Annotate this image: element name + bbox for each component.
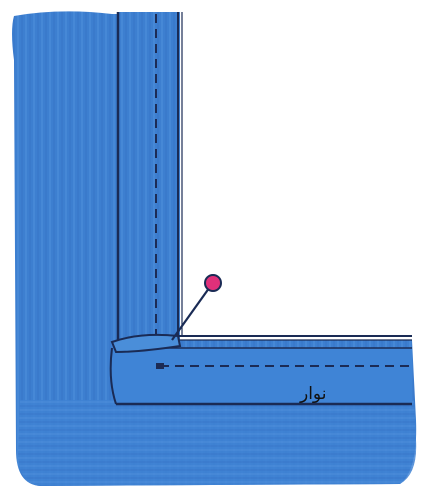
stitch-start-mark: [156, 363, 164, 369]
pin-head-icon: [205, 275, 221, 291]
horizontal-hem-band: [111, 348, 412, 404]
fabric-lower-area: [18, 400, 416, 486]
vertical-hem-band: [118, 12, 180, 340]
tape-label: نوار: [300, 384, 326, 404]
